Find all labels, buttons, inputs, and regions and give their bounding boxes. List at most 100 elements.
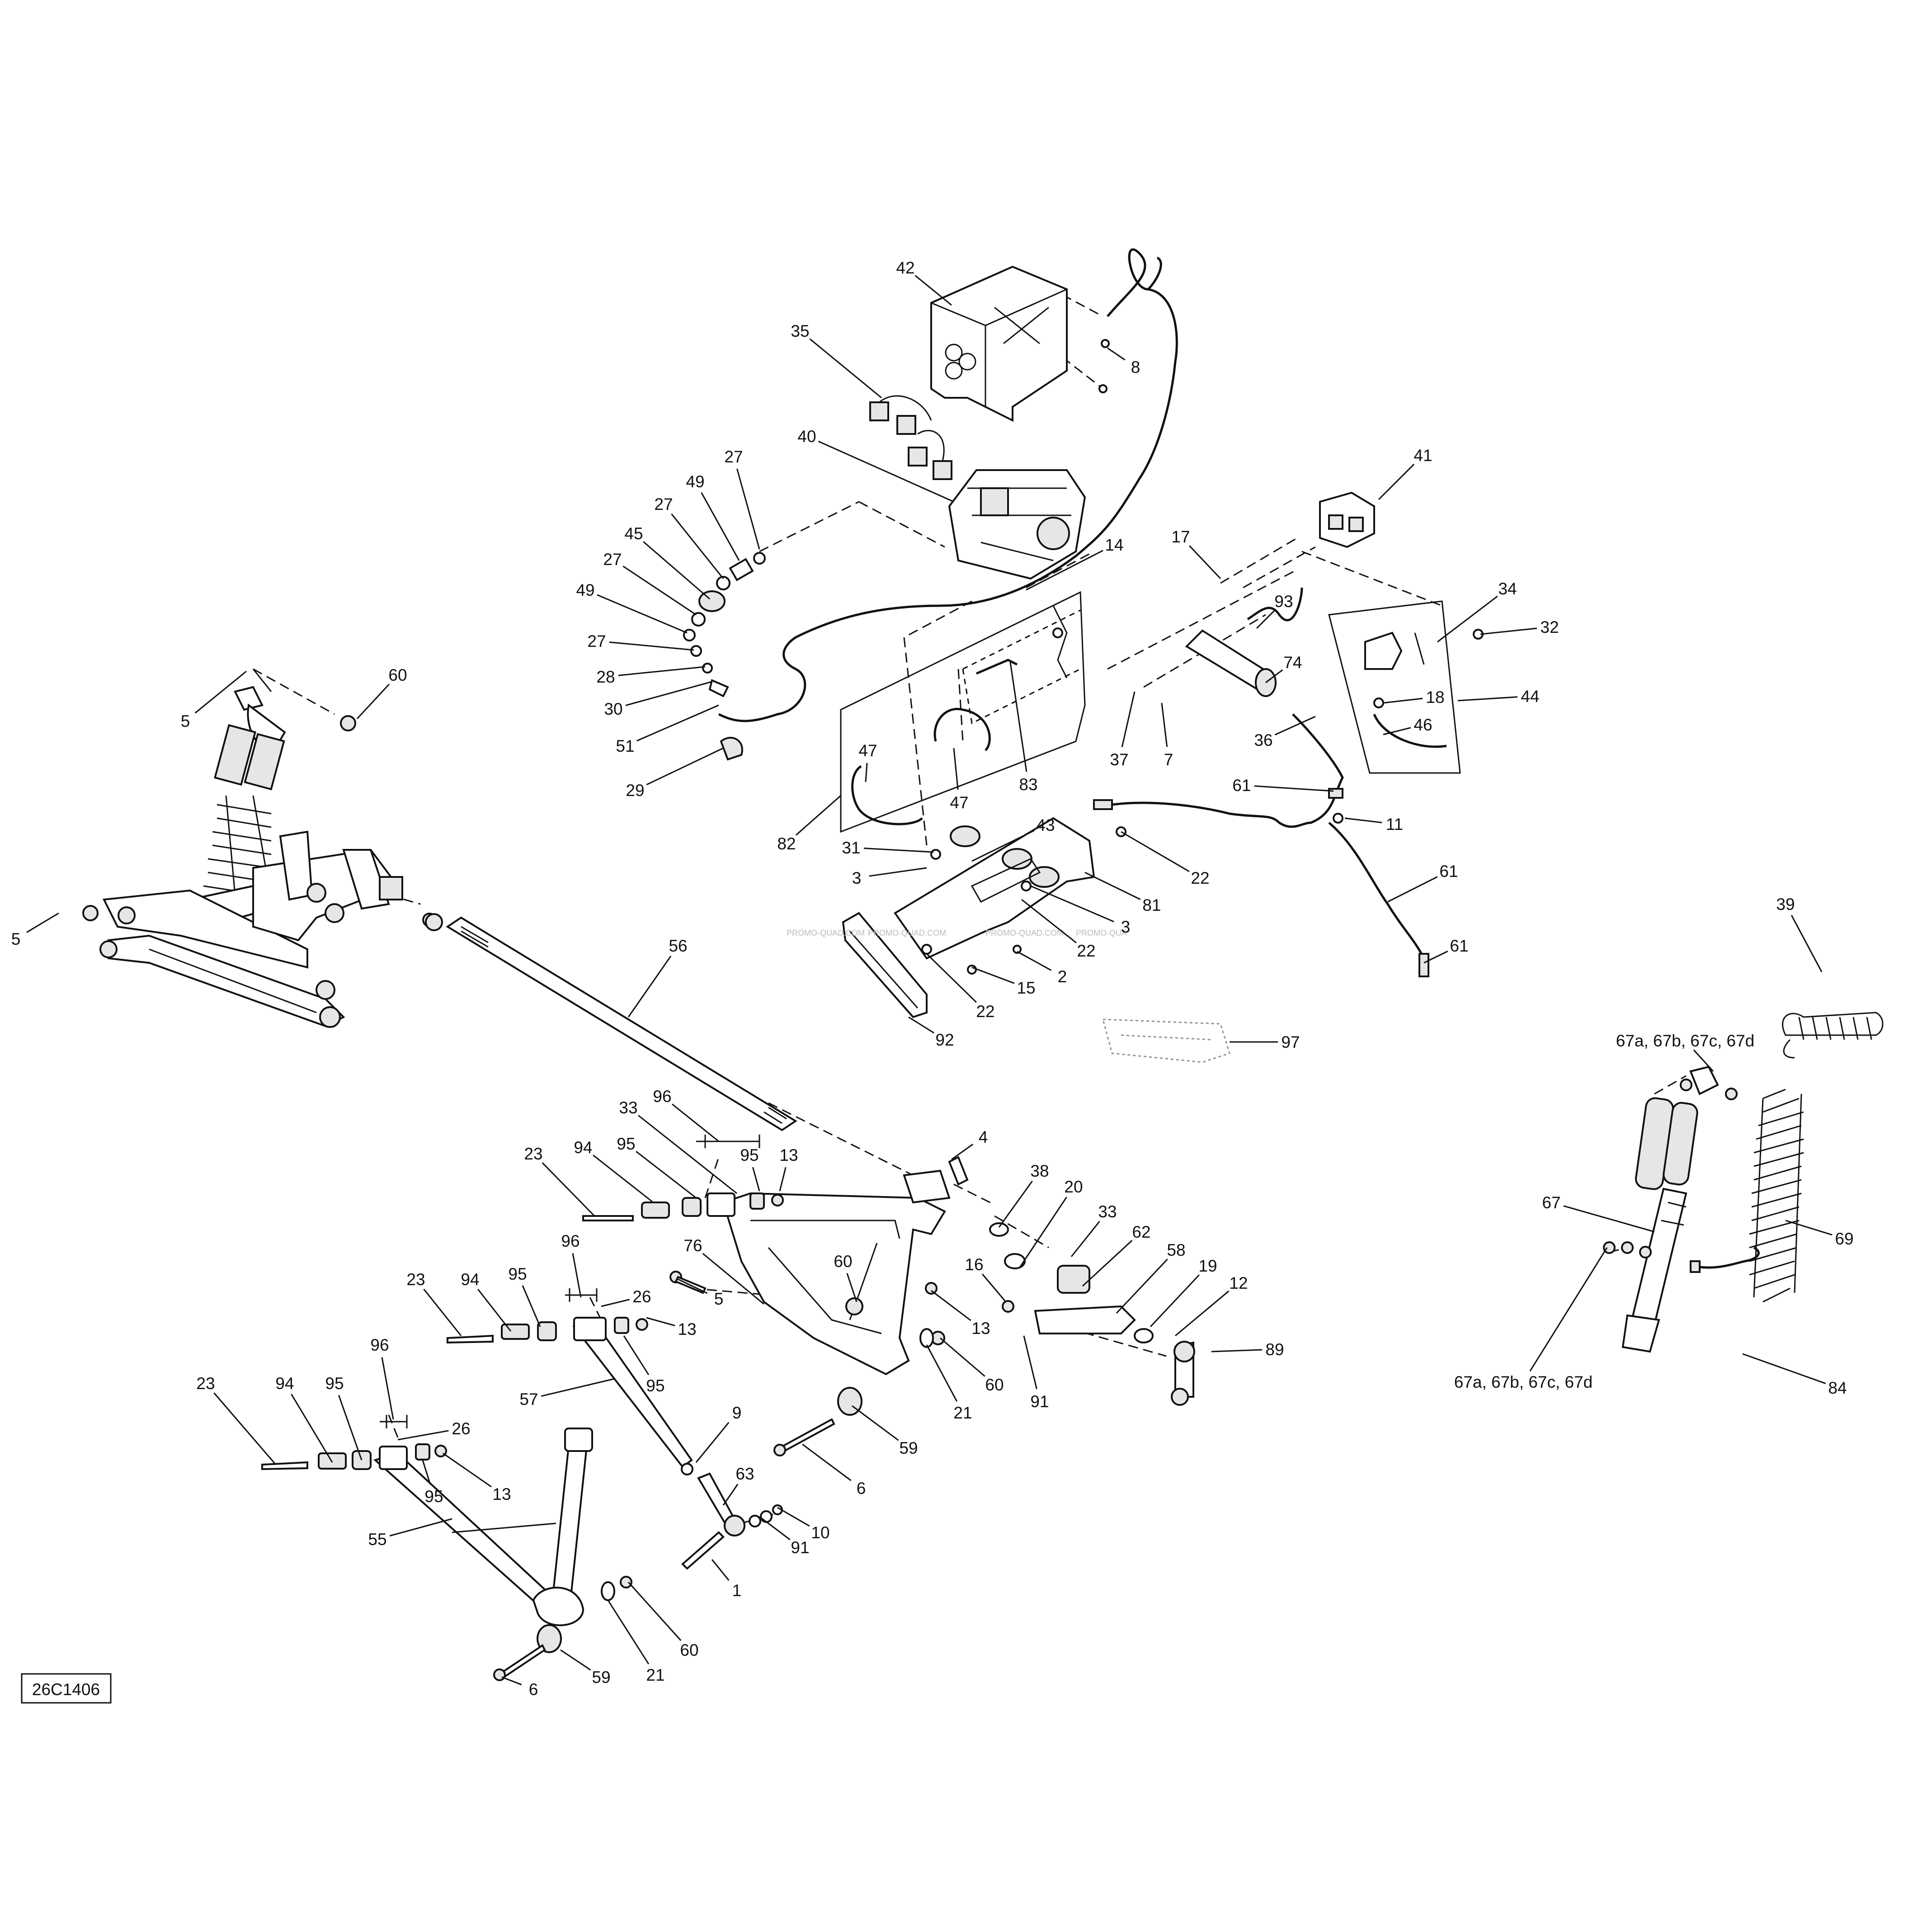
callout-label-c9: 9 (732, 1404, 742, 1422)
callout-leader-c7 (1161, 702, 1168, 747)
callout-leader-c91a (1023, 1335, 1037, 1390)
callout-label-c6a: 6 (857, 1479, 866, 1498)
upper-link-bushings (582, 1135, 784, 1221)
knuckle-assembly (925, 1222, 1195, 1406)
callout-label-c67top: 67a, 67b, 67c, 67d (1616, 1032, 1755, 1050)
callout-leader-c3b (1030, 885, 1114, 923)
callout-leader-c27c (622, 565, 697, 616)
callout-label-c92: 92 (935, 1031, 954, 1049)
callout-label-c49a: 49 (686, 472, 704, 491)
callout-leader-c8 (1107, 347, 1126, 361)
callout-leader-c94c (291, 1394, 333, 1463)
callout-label-c60a: 60 (388, 666, 407, 684)
callout-label-c51: 51 (616, 737, 634, 755)
callout-leader-c22a (1121, 831, 1190, 872)
callout-label-c74: 74 (1283, 653, 1302, 672)
callout-leader-c10 (777, 1507, 810, 1527)
callout-leader-c95a (636, 1150, 697, 1199)
callout-leader-c13b (931, 1290, 971, 1321)
callout-leader-c20 (1018, 1197, 1067, 1268)
callout-label-c94c: 94 (275, 1374, 294, 1393)
callout-leader-c82 (795, 795, 841, 836)
callout-leader-c36 (1274, 716, 1316, 735)
callout-label-c55: 55 (368, 1530, 386, 1549)
driveshaft-part-56 (425, 913, 797, 1131)
callout-label-c60c: 60 (985, 1376, 1004, 1394)
callout-label-c42: 42 (896, 259, 914, 277)
callout-label-c67bot: 67a, 67b, 67c, 67d (1454, 1373, 1593, 1391)
callout-leader-c59a (852, 1405, 899, 1441)
callout-leader-c43 (971, 829, 1035, 862)
callout-label-c13d: 13 (492, 1485, 511, 1503)
callout-label-c29: 29 (626, 781, 644, 800)
callout-label-c96a: 96 (653, 1087, 671, 1106)
callout-leader-c84 (1742, 1353, 1826, 1384)
callout-label-c27d: 27 (587, 632, 606, 650)
callout-leader-c96b (572, 1253, 582, 1298)
callout-leader-c60d (627, 1581, 682, 1641)
air-line-part-51 (718, 248, 1178, 722)
callout-label-c10: 10 (811, 1523, 829, 1542)
callout-leader-c42 (914, 275, 952, 306)
callout-leader-c56 (627, 956, 672, 1018)
callout-leader-c28 (618, 666, 706, 676)
callout-leader-c29 (646, 747, 724, 786)
callout-label-c67: 67 (1542, 1193, 1560, 1212)
callout-leader-c89 (1211, 1349, 1263, 1352)
callout-leader-c61c (1423, 950, 1448, 964)
callout-label-c17: 17 (1171, 528, 1190, 546)
rear-suspension-assembly (82, 669, 437, 1028)
callout-leader-c18 (1383, 697, 1423, 704)
callout-leader-c34 (1437, 595, 1498, 643)
callout-label-c6b: 6 (529, 1680, 538, 1699)
callout-leader-c19 (1150, 1274, 1200, 1328)
callout-leader-c94b (477, 1289, 512, 1332)
callout-label-c20: 20 (1064, 1178, 1083, 1196)
callout-label-c58: 58 (1167, 1241, 1185, 1259)
callout-leader-c47b (953, 748, 959, 790)
callout-label-c35: 35 (791, 322, 809, 340)
callout-label-c63: 63 (735, 1465, 754, 1483)
callout-label-c3a: 3 (852, 869, 862, 887)
callout-label-c11: 11 (1386, 815, 1403, 834)
callout-label-c94a: 94 (574, 1138, 592, 1157)
callout-label-c47b: 47 (950, 793, 968, 812)
callout-label-c59b: 59 (592, 1668, 610, 1687)
callout-label-c61c: 61 (1450, 937, 1468, 955)
reference-code-box: 26C1406 (21, 1673, 112, 1704)
callout-label-c23b: 23 (406, 1270, 425, 1289)
callout-leader-c51 (636, 704, 719, 742)
callout-leader-c92 (908, 1016, 935, 1034)
callout-label-c76: 76 (683, 1236, 702, 1255)
callout-leader-c38 (998, 1180, 1033, 1228)
callout-label-c97: 97 (1281, 1033, 1300, 1051)
callout-label-c95c: 95 (508, 1265, 527, 1283)
callout-leader-c44 (1457, 696, 1518, 702)
callout-leader-c2 (1017, 951, 1052, 971)
callout-leader-c95f (422, 1460, 431, 1484)
callout-labels: 4283540274927452749272830512914824747834… (11, 259, 1854, 1699)
callout-leader-c35 (809, 338, 882, 399)
callout-label-c36: 36 (1254, 731, 1272, 749)
callout-leader-c95e (338, 1395, 363, 1461)
control-module-part-41 (1319, 491, 1375, 548)
callout-label-c89: 89 (1265, 1340, 1284, 1359)
callout-leader-c62 (1082, 1239, 1133, 1287)
callout-label-c15: 15 (1017, 979, 1035, 997)
callout-leader-c26a (601, 1299, 630, 1307)
callout-leader-c14 (1026, 550, 1103, 591)
callout-leader-c3a (869, 867, 927, 877)
callout-leader-c40 (818, 441, 954, 503)
callout-label-c96b: 96 (561, 1232, 580, 1250)
callout-label-c33a: 33 (619, 1098, 637, 1117)
callout-label-c57: 57 (519, 1390, 538, 1409)
callout-label-c39: 39 (1776, 895, 1795, 914)
harness-connectors-part-35 (869, 395, 952, 480)
callout-leader-c27a (736, 468, 760, 550)
callout-leader-c57 (541, 1378, 615, 1397)
callout-leader-c11 (1344, 817, 1382, 824)
callout-label-c61b: 61 (1439, 862, 1458, 881)
callout-leader-c41 (1378, 463, 1415, 500)
callout-label-c5b: 5 (11, 930, 21, 948)
callout-leader-c27b (671, 513, 724, 579)
